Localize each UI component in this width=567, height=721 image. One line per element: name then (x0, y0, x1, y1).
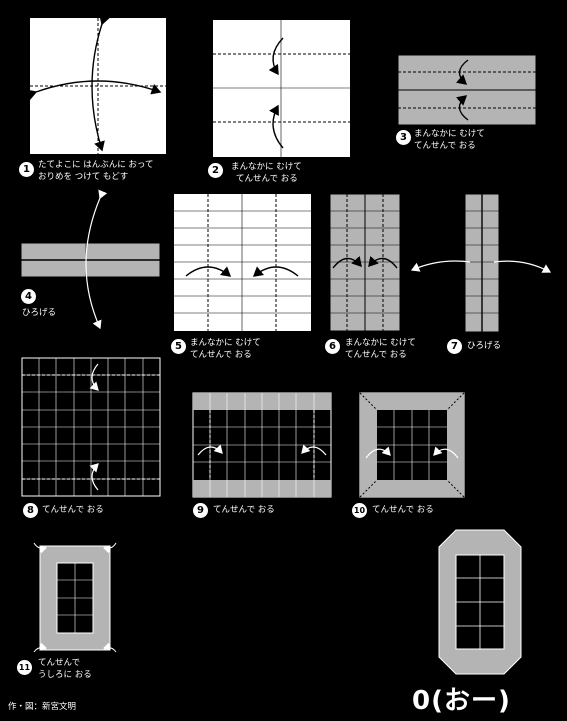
step-4-caption: ひろげる (22, 308, 57, 318)
step-number-5: 5 (171, 339, 186, 354)
step-11-caption-line1: てんせんで (38, 658, 81, 668)
step-7-caption: ひろげる (467, 341, 502, 351)
step-6-caption-line2: てんせんで おる (345, 350, 407, 360)
step-1-square (26, 14, 166, 154)
step-10-caption: てんせんで おる (372, 505, 434, 515)
step-5-square (174, 194, 311, 331)
step-5-caption-line2: てんせんで おる (190, 350, 252, 360)
step-number-1: 1 (19, 162, 34, 177)
step-number-2: 2 (208, 163, 223, 178)
step-11-caption-line2: うしろに おる (38, 670, 92, 680)
step-number-4: 4 (21, 289, 36, 304)
step-3-caption-line2: てんせんで おる (414, 141, 476, 151)
result-zero-shape (438, 529, 522, 675)
step-11-frame (33, 542, 117, 653)
step-5-caption-line1: まんなかに むけて (190, 338, 261, 348)
step-9-frame (192, 392, 332, 498)
step-3-caption-line1: まんなかに むけて (414, 129, 485, 139)
step-number-9: 9 (193, 503, 208, 518)
step-number-3: 3 (396, 130, 411, 145)
step-number-10: 10 (352, 503, 367, 518)
step-9-caption: てんせんで おる (213, 505, 275, 515)
author-credit: 作・図：新宮文明 (8, 702, 77, 712)
step-2-square (213, 20, 350, 157)
step-8-caption: てんせんで おる (42, 505, 104, 515)
step-6-caption-line1: まんなかに むけて (345, 338, 416, 348)
step-3-rectangle (397, 54, 537, 126)
result-title: 0(おー) (412, 686, 511, 716)
step-1-caption-line2: おりめを つけて もどす (38, 172, 129, 182)
step-number-11: 11 (17, 660, 32, 675)
step-number-7: 7 (447, 339, 462, 354)
step-number-6: 6 (325, 339, 340, 354)
step-10-frame (359, 392, 465, 498)
step-number-8: 8 (23, 503, 38, 518)
step-2-caption-line1: まんなかに むけて (231, 162, 302, 172)
step-7-strip (410, 193, 552, 333)
step-1-caption-line1: たてよこに はんぶんに おって (38, 160, 154, 170)
step-8-grid (21, 357, 161, 497)
step-6-rectangle (329, 193, 401, 332)
step-2-caption-line2: てんせんで おる (236, 174, 298, 184)
step-4-strip (20, 189, 161, 330)
